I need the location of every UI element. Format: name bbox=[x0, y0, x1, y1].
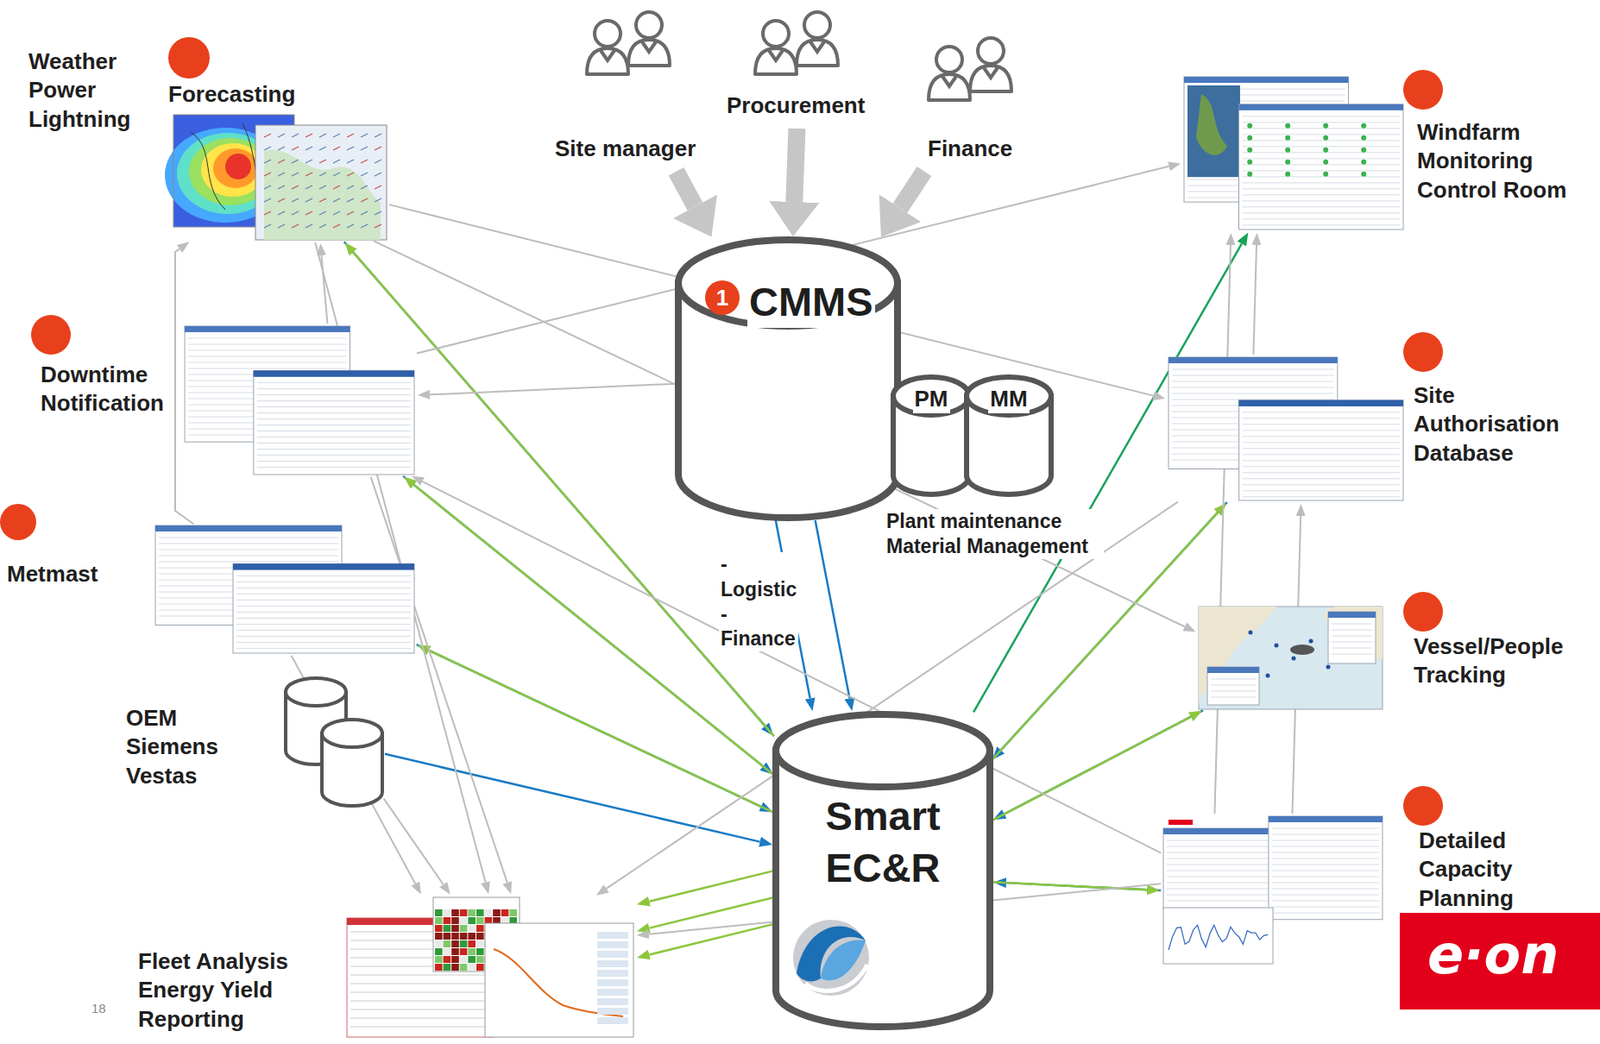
report-screenshot-outline bbox=[346, 897, 634, 1038]
company-logo: e·on bbox=[1425, 921, 1561, 989]
database-cylinder-art bbox=[775, 714, 990, 1027]
app-screenshot: Downtime Notification bbox=[184, 326, 415, 475]
connector-arrow bbox=[676, 171, 696, 208]
app-screenshot-outline bbox=[1168, 357, 1404, 501]
map-screenshot-art bbox=[1198, 606, 1383, 710]
connector-arrow bbox=[428, 650, 774, 813]
node-label: CMMS bbox=[747, 276, 876, 328]
connector-arrow bbox=[429, 384, 676, 396]
planning-screenshot-outline bbox=[1163, 816, 1383, 964]
node-label: Site manager bbox=[553, 134, 698, 164]
connector-arrow bbox=[900, 171, 925, 209]
app-screenshot-art bbox=[184, 326, 415, 475]
database-pair-outline bbox=[285, 678, 383, 807]
connector-arrow bbox=[321, 255, 328, 324]
connector-arrow bbox=[992, 881, 1147, 890]
node-label: Weather Power Lightning bbox=[26, 47, 133, 134]
node-label: Forecasting bbox=[166, 80, 297, 109]
database-cylinder: Smart EC&R bbox=[775, 714, 990, 1027]
module-caption: Plant maintenance Material Management bbox=[884, 509, 1104, 560]
user-group-art bbox=[928, 37, 1012, 101]
app-screenshot: Metmast bbox=[155, 525, 415, 654]
node-label: PM bbox=[913, 384, 951, 414]
node-label: Site Authorisation Database bbox=[1411, 381, 1562, 468]
eon-logo-ground bbox=[1399, 913, 1600, 1010]
user-group: Site manager bbox=[548, 5, 713, 170]
user-group: Finance bbox=[914, 5, 1045, 170]
connector-arrow bbox=[384, 754, 761, 843]
node-label: Detailed Capacity Planning bbox=[1417, 826, 1516, 914]
module-caption: -Logistic -Finance bbox=[718, 552, 799, 652]
database-cylinder: PM bbox=[893, 377, 970, 495]
node-label: Windfarm Monitoring Control Room bbox=[1415, 118, 1575, 205]
database-cylinder: CMMS bbox=[678, 239, 898, 518]
connector-arrow bbox=[648, 870, 774, 901]
app-screenshot: Site Authorisation Database bbox=[1168, 357, 1404, 501]
connector-arrow bbox=[1253, 245, 1257, 355]
database-cylinder-art bbox=[678, 239, 898, 518]
database-cylinder-art bbox=[966, 377, 1052, 495]
node-label: Finance bbox=[925, 134, 1015, 164]
monitoring-screenshot-outline bbox=[1184, 76, 1404, 230]
user-group-art bbox=[755, 12, 838, 75]
node-label: Downtime Notification bbox=[38, 360, 166, 419]
map-screenshot-outline bbox=[1198, 606, 1383, 710]
report-screenshot-art bbox=[346, 897, 634, 1038]
report-screenshot: Fleet Analysis Energy Yield Reporting bbox=[346, 897, 634, 1038]
planning-screenshot: Detailed Capacity Planning bbox=[1163, 816, 1383, 964]
app-screenshot-outline bbox=[155, 525, 415, 654]
map-screenshot: Vessel/People Tracking bbox=[1198, 606, 1383, 710]
user-group-art bbox=[586, 12, 670, 75]
status-dots bbox=[0, 37, 1443, 826]
monitoring-screenshot: Windfarm Monitoring Control Room bbox=[1184, 76, 1404, 230]
node-label: Smart EC&R bbox=[823, 790, 942, 895]
node-label: Vessel/People Tracking bbox=[1411, 632, 1565, 691]
app-screenshot-outline bbox=[184, 326, 415, 475]
forecast-screenshot-art bbox=[164, 114, 387, 240]
app-screenshot-art bbox=[1168, 357, 1404, 501]
app-screenshot-art bbox=[155, 525, 415, 654]
callout-number: 1 bbox=[705, 280, 740, 315]
connector-arrow bbox=[371, 477, 508, 883]
connector-arrow bbox=[384, 799, 444, 886]
node-label: MM bbox=[988, 384, 1029, 414]
page-number: 18 bbox=[89, 1001, 108, 1018]
connector-arrow bbox=[1214, 245, 1231, 814]
forecast-screenshot: Weather Power LightningForecasting bbox=[173, 114, 387, 240]
database-pair-art bbox=[285, 678, 383, 807]
connector-arrow bbox=[992, 717, 1191, 821]
connector-arrow bbox=[815, 520, 851, 699]
connector-arrow bbox=[416, 166, 1170, 354]
node-label: Procurement bbox=[724, 91, 867, 120]
database-cylinder: MM bbox=[966, 377, 1052, 495]
connector-arrow bbox=[793, 128, 797, 202]
user-group: Procurement bbox=[721, 5, 877, 126]
planning-screenshot-art bbox=[1163, 816, 1383, 964]
database-cylinder-art bbox=[893, 377, 970, 495]
node-label: OEM Siemens Vestas bbox=[124, 704, 221, 791]
database-pair: OEM Siemens Vestas bbox=[285, 678, 383, 807]
node-label: Metmast bbox=[5, 560, 100, 589]
node-label: Fleet Analysis Energy Yield Reporting bbox=[136, 947, 309, 1034]
forecast-screenshot-outline bbox=[173, 114, 387, 240]
monitoring-screenshot-art bbox=[1184, 76, 1404, 230]
